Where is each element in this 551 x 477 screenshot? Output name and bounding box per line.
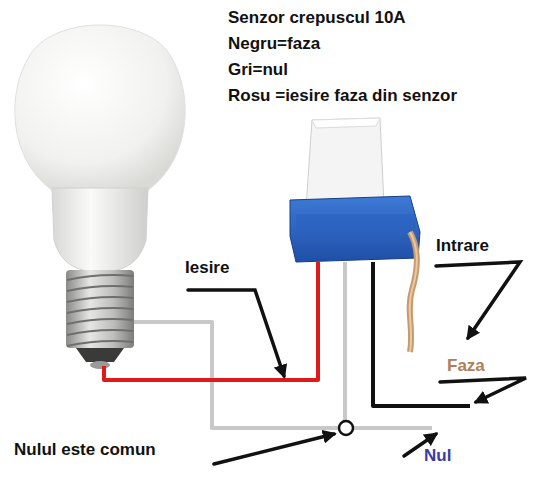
leader-arrow: [188, 290, 284, 376]
phase-wire: [373, 262, 470, 406]
wire-label: Faza: [447, 354, 527, 378]
dusk-sensor: [290, 118, 420, 352]
sensor-title: Senzor crepuscul 10A: [228, 6, 538, 30]
terminal-label: Intrare: [436, 234, 536, 258]
leader-arrow: [214, 434, 334, 464]
terminal-label: Iesire: [185, 256, 275, 280]
wire-label: Nul: [424, 444, 484, 468]
leader-arrow: [436, 262, 520, 338]
output-wire: [104, 262, 318, 380]
wire-legend-note: Negru=faza: [228, 32, 538, 56]
neutral-wire: [343, 262, 347, 424]
light-bulb: [15, 25, 185, 369]
note-label: Nulul este comun: [14, 438, 214, 462]
wire-legend-note: Gri=nul: [228, 58, 538, 82]
neutral-junction: [339, 421, 353, 435]
leader-arrow: [440, 378, 526, 402]
wire-legend-note: Rosu =iesire faza din senzor: [228, 84, 468, 108]
